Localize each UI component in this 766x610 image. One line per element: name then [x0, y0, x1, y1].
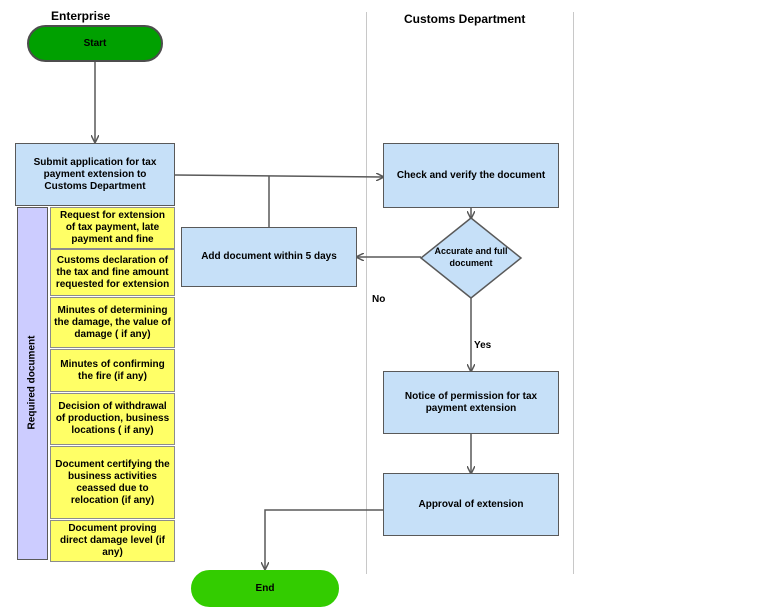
required-document-item: Minutes of confirming the fire (if any)	[50, 349, 175, 392]
edge-label-no: No	[372, 294, 386, 305]
arrow-submit-to-check	[174, 175, 383, 177]
notice-permission-box: Notice of permission for tax payment ext…	[383, 371, 559, 434]
arrow-approval-to-end	[265, 509, 383, 569]
lane-title-enterprise: Enterprise	[51, 9, 111, 23]
start-terminal: Start	[27, 25, 163, 62]
required-document-item: Decision of withdrawal of production, bu…	[50, 393, 175, 445]
submit-application-box: Submit application for tax payment exten…	[15, 143, 175, 206]
decision-diamond	[419, 217, 523, 299]
lane-title-customs: Customs Department	[404, 12, 526, 26]
required-document-item: Request for extension of tax payment, la…	[50, 207, 175, 249]
required-document-item: Document proving direct damage level (if…	[50, 520, 175, 562]
check-verify-box: Check and verify the document	[383, 143, 559, 208]
required-document-item: Document certifying the business activit…	[50, 446, 175, 519]
required-document-item: Customs declaration of the tax and fine …	[50, 249, 175, 296]
required-document-label: Required document	[26, 335, 38, 430]
edge-label-yes: Yes	[474, 340, 492, 351]
decision-label: Accurate and full document	[434, 246, 508, 268]
approval-box: Approval of extension	[383, 473, 559, 536]
required-document-bar	[17, 207, 48, 560]
lane-divider-left	[366, 12, 367, 574]
add-document-box: Add document within 5 days	[181, 227, 357, 287]
required-document-item: Minutes of determining the damage, the v…	[50, 297, 175, 348]
lane-divider-right	[573, 12, 574, 574]
end-terminal: End	[191, 570, 339, 607]
